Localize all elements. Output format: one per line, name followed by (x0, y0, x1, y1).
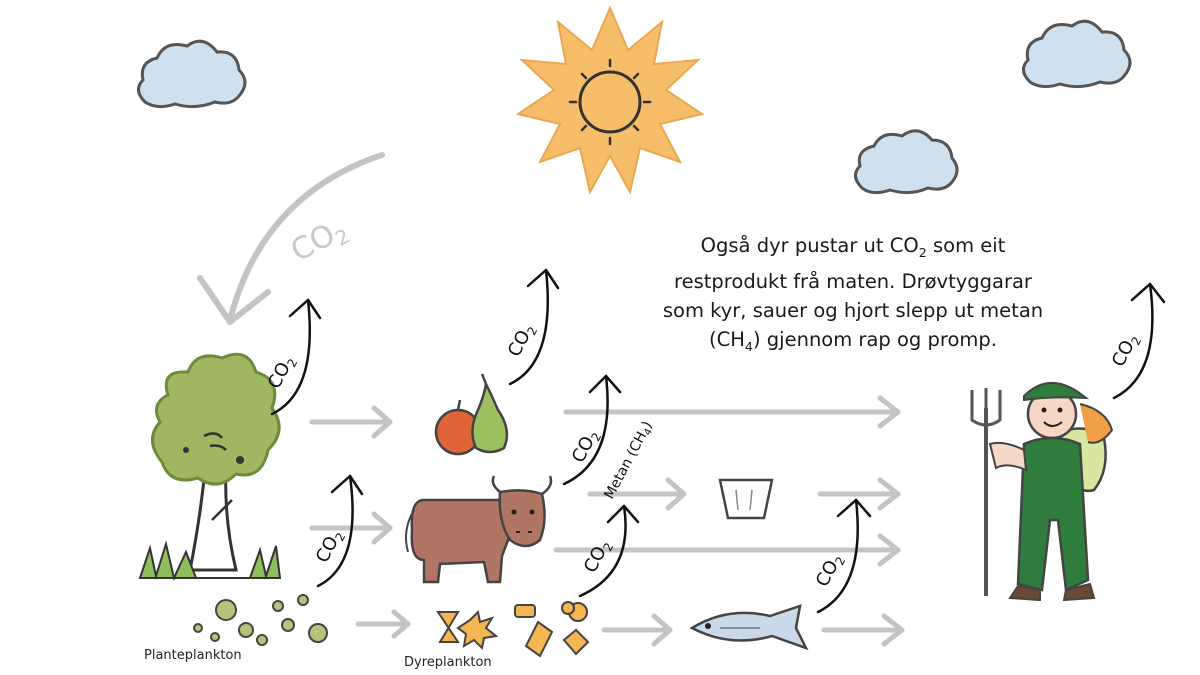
caption-line-4: (CH4) gjennom rap og promp. (709, 327, 997, 354)
zooplankton-label: Dyreplankton (404, 655, 492, 670)
co2-label-fruit: CO2 (504, 320, 540, 361)
zooplankton-icon (436, 601, 590, 658)
co2-label-fish: CO2 (812, 550, 848, 591)
milk-glass-icon (718, 478, 774, 520)
co2-arrow-farmer (1112, 282, 1166, 400)
co2-label-farmer: CO2 (1108, 330, 1144, 371)
flow-arrow-cow-to-milk (587, 477, 687, 511)
phytoplankton-label: Planteplankton (144, 648, 242, 663)
flow-arrow-zoo-to-fish (601, 613, 673, 647)
flow-arrow-milk-to-farmer (817, 477, 901, 511)
caption-line-1: Også dyr pustar ut CO2 som eit (700, 234, 1006, 260)
co2-release-arrows (270, 268, 1166, 614)
cloud-icon-right-mid (854, 129, 959, 195)
flow-arrow-tree-to-fruit (309, 405, 393, 439)
phytoplankton-icon (193, 594, 328, 646)
flow-arrow-fruit-to-farmer (563, 395, 901, 429)
flow-arrow-fish-to-farmer (821, 613, 905, 647)
co2-arrow-fruit (508, 268, 560, 386)
farmer-icon (970, 381, 1114, 602)
flow-arrow-cow-to-farmer (553, 533, 901, 567)
fruit-icon (434, 373, 509, 456)
co2-arrow-phyto (316, 474, 364, 588)
co2-uptake-arrow (197, 152, 385, 325)
co2-arrow-cow (562, 374, 622, 486)
tree-icon (138, 352, 282, 582)
cloud-icon-right-top (1022, 19, 1132, 89)
co2-arrow-fish (816, 498, 872, 614)
sun-icon (515, 5, 705, 195)
caption-line-2: restprodukt frå maten. Drøvtyggarar (674, 269, 1032, 293)
caption-line-3: som kyr, sauer og hjort slepp ut metan (662, 298, 1044, 322)
flow-arrows (309, 395, 905, 647)
co2-arrow-zoo (578, 504, 640, 598)
cow-icon (405, 475, 553, 584)
explanation-caption: Også dyr pustar ut CO2 som eit restprodu… (618, 231, 1088, 361)
co2-arrow-tree (270, 298, 322, 416)
flow-arrow-phyto-to-zoo (355, 609, 411, 639)
fish-icon (689, 604, 809, 651)
cloud-icon-left (137, 39, 247, 109)
co2-uptake-label: CO2 (285, 211, 353, 271)
methane-label: Metan (CH4) (601, 419, 657, 503)
